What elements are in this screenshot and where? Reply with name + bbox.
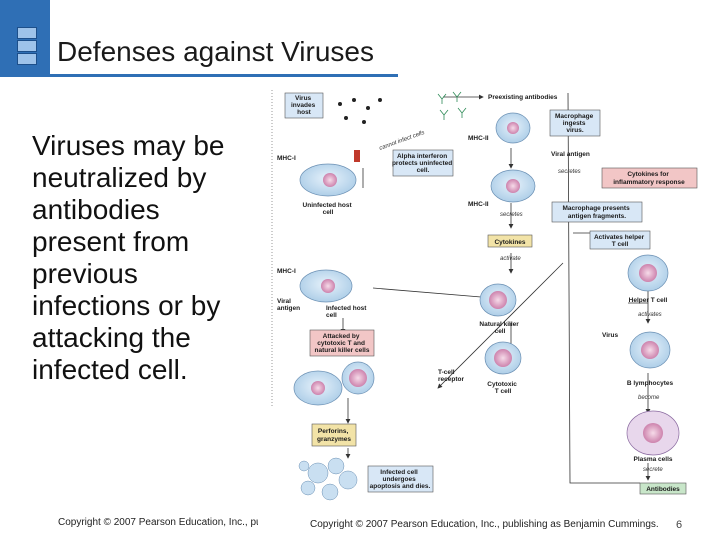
label-b-lymphocytes: B lymphocytes (627, 380, 674, 387)
label-activate: activate (500, 256, 521, 262)
label-natural-killer-cell: Natural killer cell (479, 321, 520, 335)
logo-icon (0, 0, 50, 76)
antibody-icons (437, 91, 467, 120)
title-divider (0, 74, 398, 77)
label-box (549, 109, 601, 137)
slide-header: Defenses against Viruses (0, 0, 720, 77)
label-macrophage-presents: Macrophage presents antigen fragments. (563, 205, 632, 220)
nk-nucleus (489, 291, 507, 309)
slide-title: Defenses against Viruses (57, 36, 374, 67)
logo-block (17, 27, 37, 39)
label-antibodies: Antibodies (646, 486, 680, 493)
slide-body-text: Viruses may be neutralized by antibodies… (32, 130, 225, 385)
label-cytokines: Cytokines (494, 239, 525, 246)
label-secrete: secrete (643, 467, 663, 473)
label-box (284, 92, 324, 119)
label-box (367, 465, 434, 493)
macrophage-nucleus (506, 179, 520, 193)
label-perforins: Perforins, granzymes (317, 428, 351, 443)
interferon-marker (354, 150, 360, 162)
plasma-nucleus (643, 423, 663, 443)
logo-block (17, 53, 37, 65)
label-activates-helper: Activates helper T cell (594, 234, 646, 248)
flow-arrow (437, 262, 564, 389)
label-infected-host-cell: Infected host cell (326, 305, 368, 319)
label-virus: Virus (602, 332, 619, 339)
label-become: become (638, 395, 660, 401)
label-macrophage-ingests: Macrophage ingests virus. (555, 113, 595, 134)
apoptotic-cell (298, 457, 358, 501)
macrophage-nucleus (507, 122, 519, 134)
label-box (589, 230, 651, 250)
uninfected-nucleus (323, 173, 337, 187)
label-secretes: secretes (500, 212, 523, 218)
label-infected-cell-undergoes: Infected cell undergoes apoptosis and di… (370, 469, 431, 490)
slide-copyright: Copyright © 2007 Pearson Education, Inc.… (58, 517, 258, 528)
label-t-cell-receptor: T-cell receptor (438, 369, 464, 383)
label-uninfected-host-cell: Uninfected host cell (303, 202, 354, 216)
figure-copyright: Copyright © 2007 Pearson Education, Inc.… (310, 519, 659, 530)
label-box (392, 149, 454, 177)
label-mhc-ii-top: MHC-II (468, 135, 489, 142)
infected-nucleus (321, 279, 335, 293)
label-attacked-by: Attacked by cytotoxic T and natural kill… (315, 333, 370, 354)
label-box (487, 234, 533, 248)
label-box (551, 201, 643, 223)
helper-t-nucleus (639, 264, 657, 282)
label-box (309, 329, 375, 357)
attacking-t-nucleus (349, 369, 367, 387)
figure-svg: Virus invades host Preexisting antibodie… (271, 90, 698, 501)
label-cytokines-inflammatory: Cytokines for inflammatory response (613, 171, 685, 186)
label-plasma-cells: Plasma cells (633, 456, 672, 463)
label-mhc-i-top: MHC-I (277, 155, 296, 162)
virus-particles (338, 98, 382, 124)
label-viral-antigen-right: Viral antigen (551, 151, 590, 158)
label-box (639, 482, 687, 495)
b-lymphocyte-nucleus (641, 341, 659, 359)
label-secretes: secretes (558, 169, 581, 175)
logo-block (17, 40, 37, 52)
page-number: 6 (676, 519, 683, 531)
label-cytotoxic-t-cell: Cytotoxic T cell (487, 381, 518, 395)
label-preexisting-antibodies: Preexisting antibodies (488, 94, 558, 101)
label-mhc-ii-mid: MHC-II (468, 201, 489, 208)
label-box (311, 423, 357, 447)
label-activates: activates (638, 312, 662, 318)
flow-line (567, 92, 640, 484)
cytotoxic-t-nucleus (494, 349, 512, 367)
label-cannot-infect: cannot infect cells (379, 130, 426, 152)
label-mhc-i-mid: MHC-I (277, 268, 296, 275)
label-virus-invades-host: Virus invades host (291, 95, 317, 116)
label-helper-t-cell: Helper T cell (629, 297, 668, 304)
virus-defense-figure: Virus invades host Preexisting antibodie… (268, 88, 700, 513)
label-alpha-interferon: Alpha interferon protects uninfected cel… (392, 153, 454, 174)
flow-arrow (372, 287, 494, 301)
label-viral-antigen-left: Viral antigen (277, 298, 300, 312)
label-box (601, 167, 698, 189)
target-nucleus (311, 381, 325, 395)
